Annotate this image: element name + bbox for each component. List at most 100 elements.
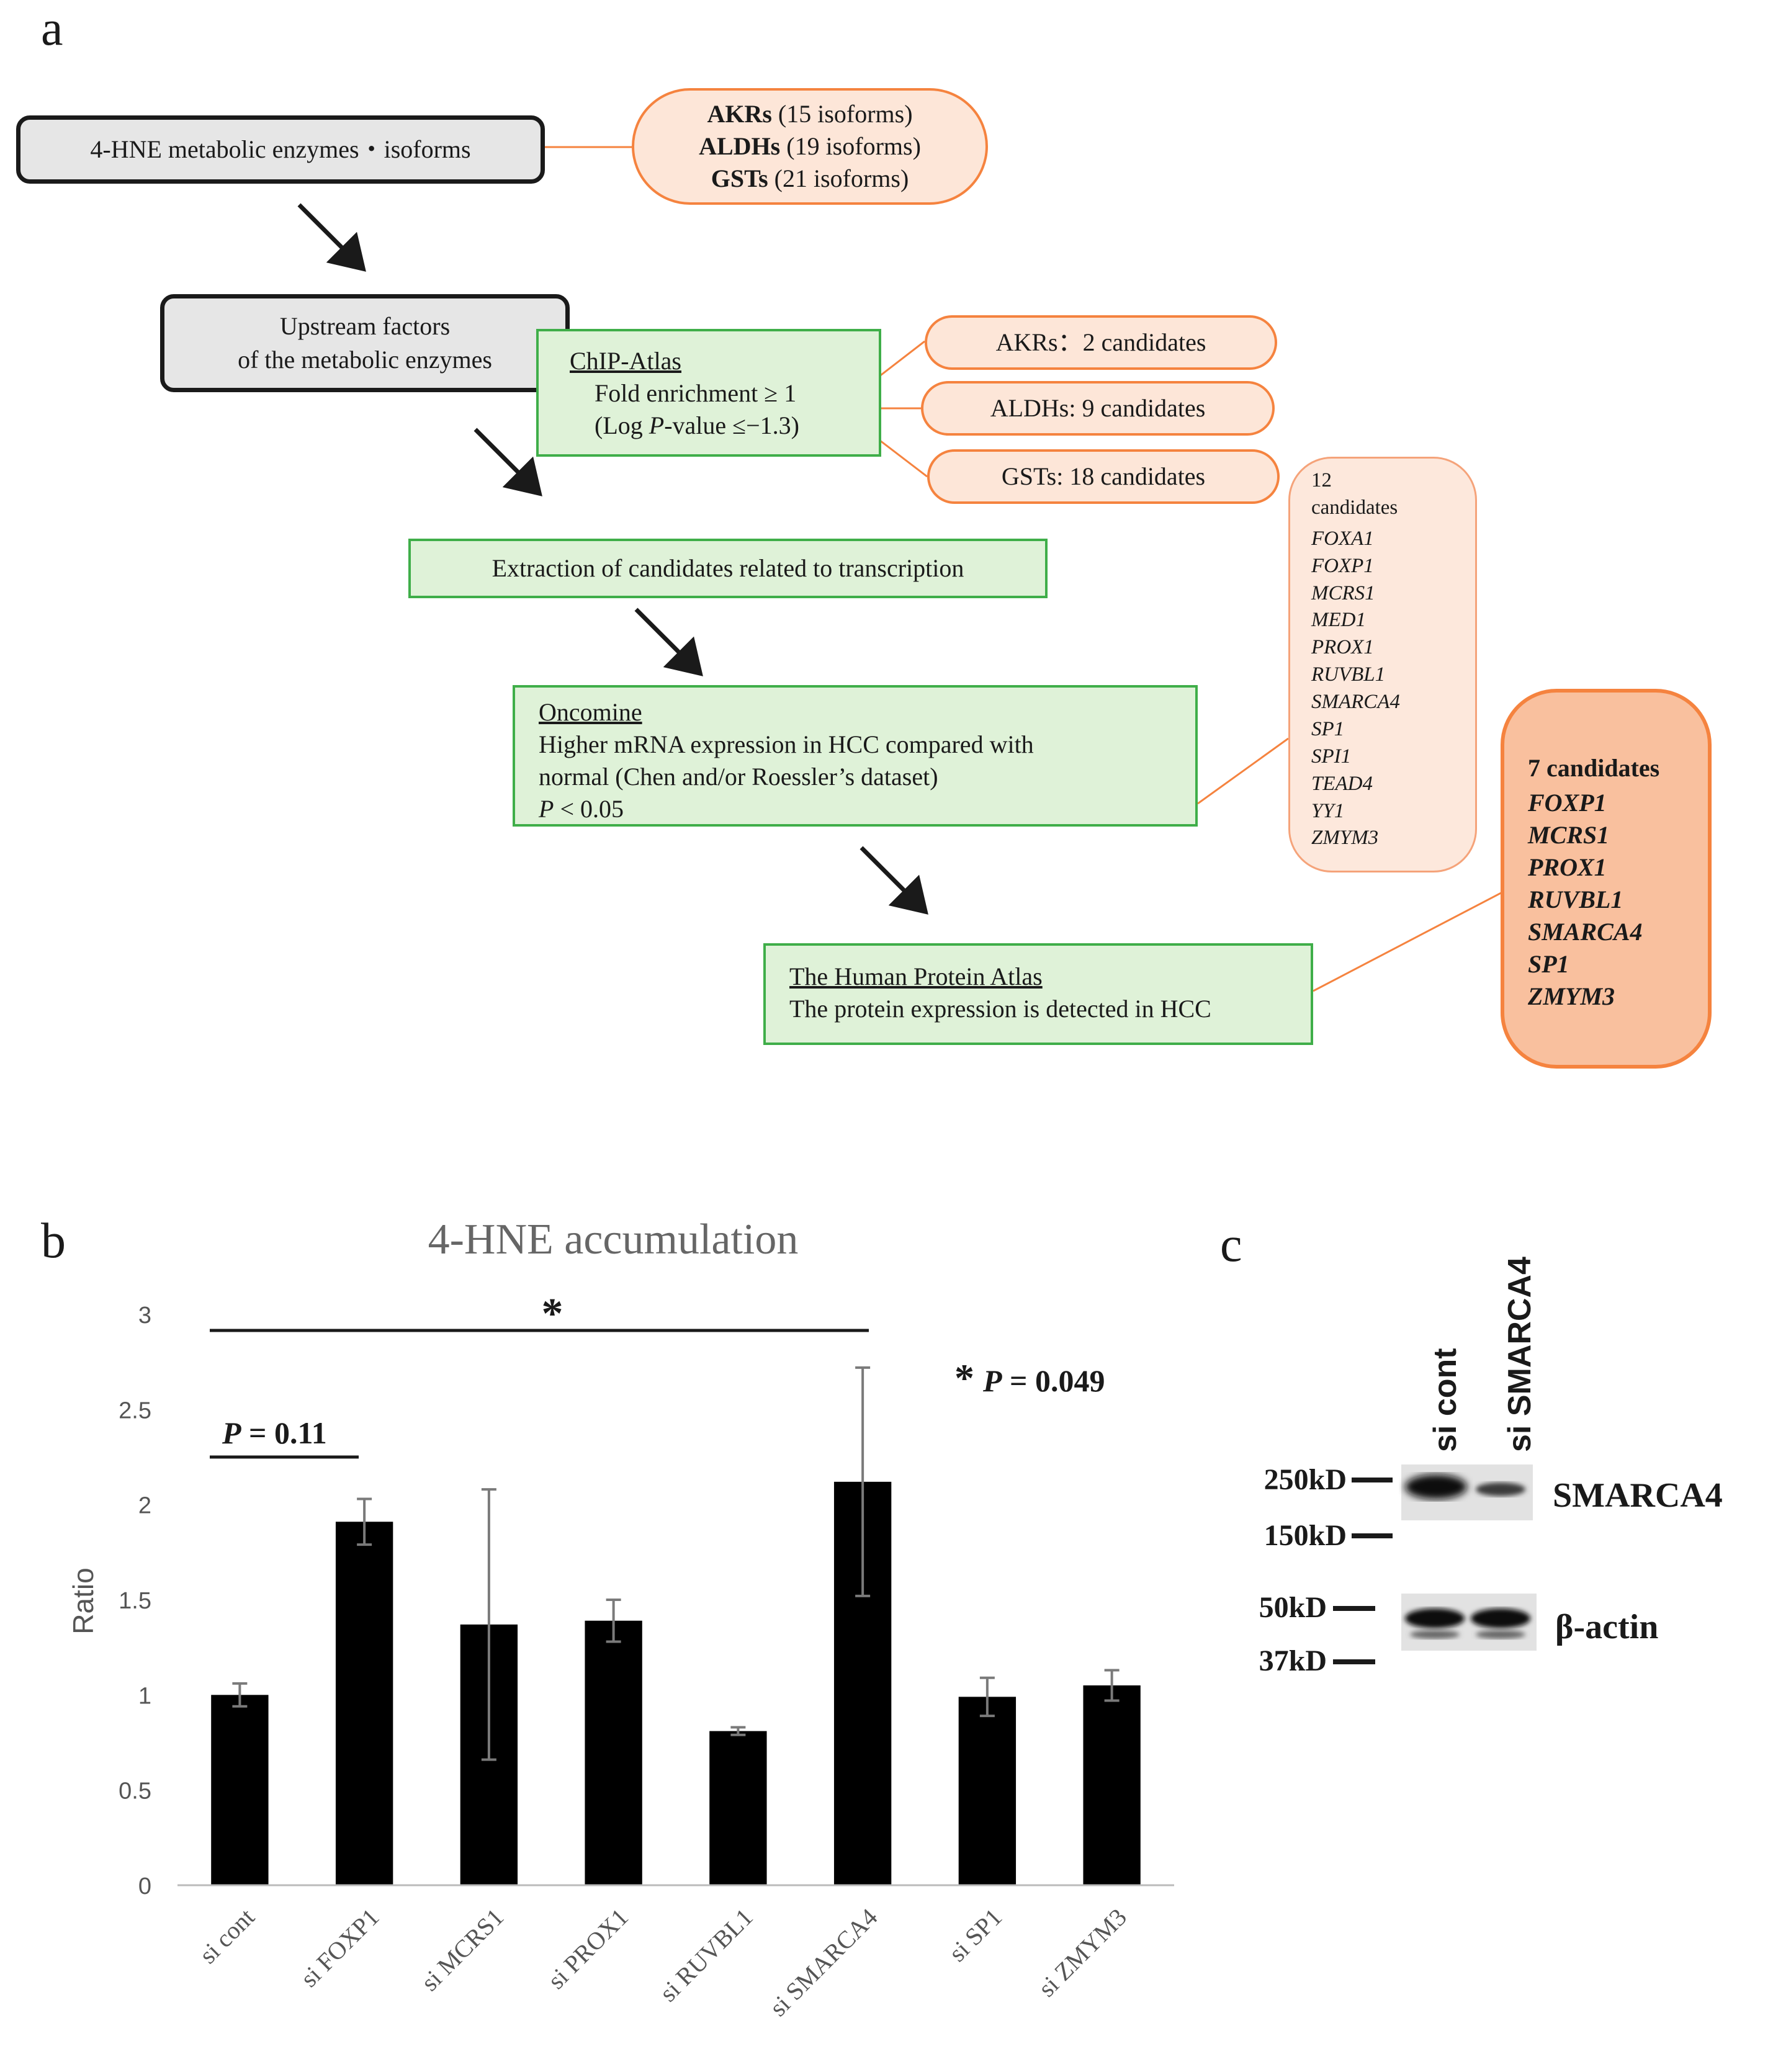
bar-chart: 4-HNE accumulation Ratio 0 0.5 1 1.5 2 2.5 3 s… [67,1216,1174,2022]
bar [709,1731,767,1885]
x-tick-label: si PROX1 [542,1903,634,1994]
flow-arrow-2 [474,428,542,496]
error-bar [979,1676,995,1718]
error-bar [481,1488,496,1761]
oncomine-line1: Higher mRNA expression in HCC compared w… [539,730,1034,758]
twelve-count: 12 [1311,469,1332,491]
flow-arrow-1 [297,203,366,272]
akrs-candidates-pill: AKRs：2 candidates [925,315,1277,370]
seven-candidates-box: 7 candidates FOXP1 MCRS1 PROX1 RUVBL1 SM… [1501,689,1712,1069]
chip-atlas-line2: (Log P-value ≤−1.3) [595,411,799,439]
marker-250kd: 250kD [1264,1463,1347,1496]
marker-50kd: 50kD [1259,1591,1327,1624]
upstream-line2: of the metabolic enzymes [238,346,492,374]
chip-atlas-title: ChIP-Atlas [570,347,681,375]
lane-label-si-smarca4: si SMARCA4 [1502,1257,1538,1452]
isoforms-akr: AKRs (15 isoforms) [707,100,913,128]
flow-arrow-3 [634,608,703,676]
gene-item: MED1 [1311,609,1366,632]
band-actin-cont [1405,1608,1465,1628]
twelve-candidates-box: 12 candidates FOXA1 FOXP1 MCRS1 MED1 PRO… [1288,457,1477,872]
protein-atlas-title: The Human Protein Atlas [789,962,1043,990]
x-tick-label: si SMARCA4 [764,1903,882,2022]
gene-item: SP1 [1311,717,1345,740]
protein-label-smarca4: SMARCA4 [1553,1476,1723,1515]
x-tick-label: si RUVBL1 [654,1903,758,2007]
error-bar [1104,1669,1120,1702]
y-tick-label: 0.5 [119,1778,151,1805]
upstream-box: Upstream factors of the metabolic enzyme… [160,294,570,392]
gene-item: ZMYM3 [1311,827,1379,850]
enzymes-box: 4-HNE metabolic enzymes・isoforms [16,115,545,184]
gene-item: PROX1 [1311,636,1374,659]
x-tick-label: si SP1 [943,1903,1007,1967]
bar [1083,1685,1141,1885]
y-tick-label: 1 [138,1683,151,1709]
y-axis-label: Ratio [67,1567,99,1634]
y-tick-label: 2.5 [119,1397,151,1424]
panel-a-letter: a [41,1,63,56]
upstream-line1: Upstream factors [279,312,451,340]
gene-item: ZMYM3 [1528,982,1615,1010]
lane-label-si-cont: si cont [1427,1348,1463,1452]
p-value-0049: *P = 0.049 [954,1356,1105,1400]
error-bar [357,1497,372,1546]
gene-item: FOXP1 [1311,554,1374,577]
band-actin-lower-knockdown [1476,1630,1525,1639]
error-bar [730,1726,746,1736]
chip-atlas-line1: Fold enrichment ≥ 1 [595,379,797,407]
oncomine-line2: normal (Chen and/or Roessler’s dataset) [539,763,938,791]
connector-atlas-7 [1313,880,1524,992]
chip-atlas-box: ChIP-Atlas Fold enrichment ≥ 1 (Log P-va… [536,329,881,457]
protein-atlas-box: The Human Protein Atlas The protein expr… [763,943,1313,1045]
significance-star: * [542,1290,563,1338]
bar [585,1620,642,1885]
error-bar [855,1366,871,1597]
band-actin-knockdown [1471,1608,1530,1628]
aldhs-candidates-pill: ALDHs: 9 candidates [921,381,1275,436]
oncomine-pvalue: P < 0.05 [539,795,624,823]
gsts-candidates-pill: GSTs: 18 candidates [927,449,1280,504]
x-tick-label: si FOXP1 [295,1903,384,1993]
flow-arrow-4 [860,846,928,915]
western-blot: si cont si SMARCA4 250kD 150kD 50kD 37kD… [1259,1257,1723,1677]
x-tick-label: si cont [194,1903,259,1969]
y-tick-label: 1.5 [119,1588,151,1614]
gene-item: PROX1 [1528,853,1607,881]
y-tick-label: 2 [138,1493,151,1519]
protein-label-actin: β-actin [1555,1608,1658,1646]
gene-item: RUVBL1 [1528,886,1623,913]
isoforms-aldh: ALDHs (19 isoforms) [699,132,921,160]
gene-item: RUVBL1 [1311,663,1386,686]
panel-c-letter: c [1220,1218,1242,1272]
band-smarca4-cont [1405,1474,1467,1499]
gene-item: MCRS1 [1528,821,1610,849]
gene-item: SP1 [1528,950,1569,978]
bar [958,1697,1017,1885]
gene-item: TEAD4 [1311,772,1373,795]
connector-oncomine-12 [1197,737,1289,805]
oncomine-box: Oncomine Higher mRNA expression in HCC c… [513,685,1198,827]
oncomine-title: Oncomine [539,698,642,726]
gene-item: SMARCA4 [1311,691,1400,713]
bar [211,1695,269,1885]
seven-title: 7 candidates [1528,754,1660,782]
band-smarca4-knockdown [1476,1482,1525,1496]
y-tick-label: 0 [138,1873,151,1899]
bar [335,1522,393,1885]
gene-item: FOXA1 [1311,527,1374,550]
y-tick-label: 3 [138,1303,151,1329]
isoforms-gst: GSTs (21 isoforms) [711,164,909,192]
x-tick-label: si ZMYM3 [1033,1903,1132,2002]
twelve-label: candidates [1311,496,1398,519]
error-bar [232,1682,248,1708]
protein-atlas-line1: The protein expression is detected in HC… [789,995,1211,1023]
isoforms-pill: AKRs (15 isoforms) ALDHs (19 isoforms) G… [632,88,988,205]
x-tick-label: si MCRS1 [416,1903,509,1997]
error-bar [606,1599,621,1643]
marker-150kd: 150kD [1264,1519,1347,1552]
gene-item: SPI1 [1311,745,1352,768]
extraction-box: Extraction of candidates related to tran… [408,539,1048,598]
panel-b-letter: b [41,1214,66,1268]
chart-title: 4-HNE accumulation [428,1216,799,1263]
